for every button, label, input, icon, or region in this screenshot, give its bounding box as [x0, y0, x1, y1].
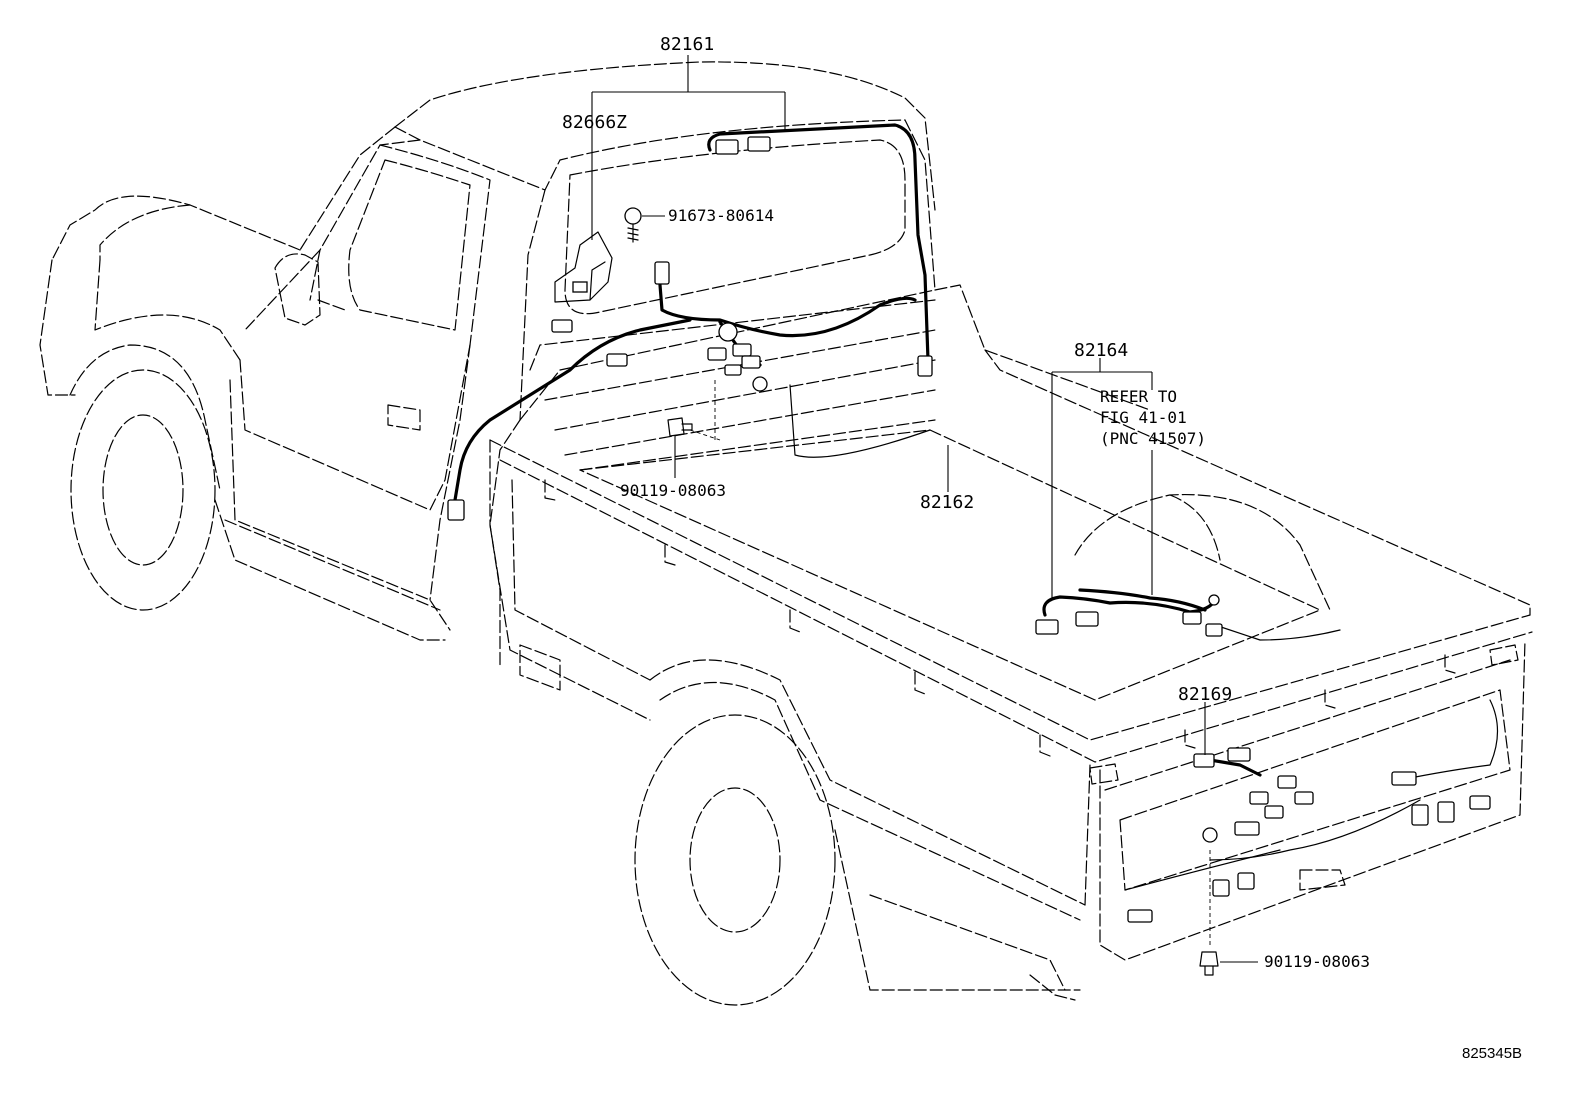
connector [732, 343, 752, 357]
label-82164: 82164 [1074, 340, 1128, 361]
leader-lines [591, 55, 1258, 963]
ground-terminal [752, 376, 768, 392]
connector [1035, 619, 1059, 635]
label-90119-08063-cab: 90119-08063 [620, 481, 726, 500]
connector [715, 139, 739, 155]
bolt-icon [1199, 951, 1219, 976]
harness-82162 [658, 283, 917, 338]
figure-code: 825345B [1462, 1045, 1522, 1062]
label-82161: 82161 [660, 34, 714, 55]
label-fig-41-01: FIG 41-01 [1100, 408, 1187, 427]
connector [1264, 805, 1284, 819]
label-pnc-41507: (PNC 41507) [1100, 429, 1206, 448]
connector [551, 319, 573, 333]
label-82169: 82169 [1178, 684, 1232, 705]
grommet [718, 322, 738, 342]
ground-terminal [1208, 594, 1220, 606]
connector [1437, 801, 1455, 823]
connector [741, 355, 761, 369]
ground-terminal [1202, 827, 1218, 843]
label-90119-08063-rear: 90119-08063 [1264, 952, 1370, 971]
connector [606, 353, 628, 367]
connector [1249, 791, 1269, 805]
wiring-harnesses [453, 123, 1499, 891]
harness-82161 [707, 123, 930, 362]
connector [1127, 909, 1153, 923]
connectors [447, 136, 1491, 976]
connector [1234, 821, 1260, 836]
bolt-icon [667, 417, 693, 437]
connector [724, 364, 742, 376]
connector [447, 499, 465, 521]
connector [654, 261, 670, 285]
screw-icon [624, 207, 642, 225]
callout-labels: 82161 82666Z 91673-80614 90119-08063 821… [562, 34, 1522, 1062]
label-82162: 82162 [920, 492, 974, 513]
connector [1237, 872, 1255, 890]
truck-outline [39, 61, 1533, 1006]
connector [1075, 611, 1099, 627]
connector [1227, 747, 1251, 762]
connector [1411, 804, 1429, 826]
connector [1294, 791, 1314, 805]
connector [1391, 771, 1417, 786]
connector [917, 355, 933, 377]
connector [1182, 611, 1202, 625]
label-refer-to: REFER TO [1100, 387, 1177, 406]
connector [1212, 879, 1230, 897]
connector [1193, 753, 1215, 768]
connector [1277, 775, 1297, 789]
harness-82169 [1208, 758, 1262, 777]
label-82666z: 82666Z [562, 112, 627, 133]
connector [1469, 795, 1491, 810]
label-91673-80614: 91673-80614 [668, 206, 774, 225]
connector [707, 347, 727, 361]
connector [1205, 623, 1223, 637]
connector [747, 136, 771, 152]
connector [572, 281, 588, 293]
